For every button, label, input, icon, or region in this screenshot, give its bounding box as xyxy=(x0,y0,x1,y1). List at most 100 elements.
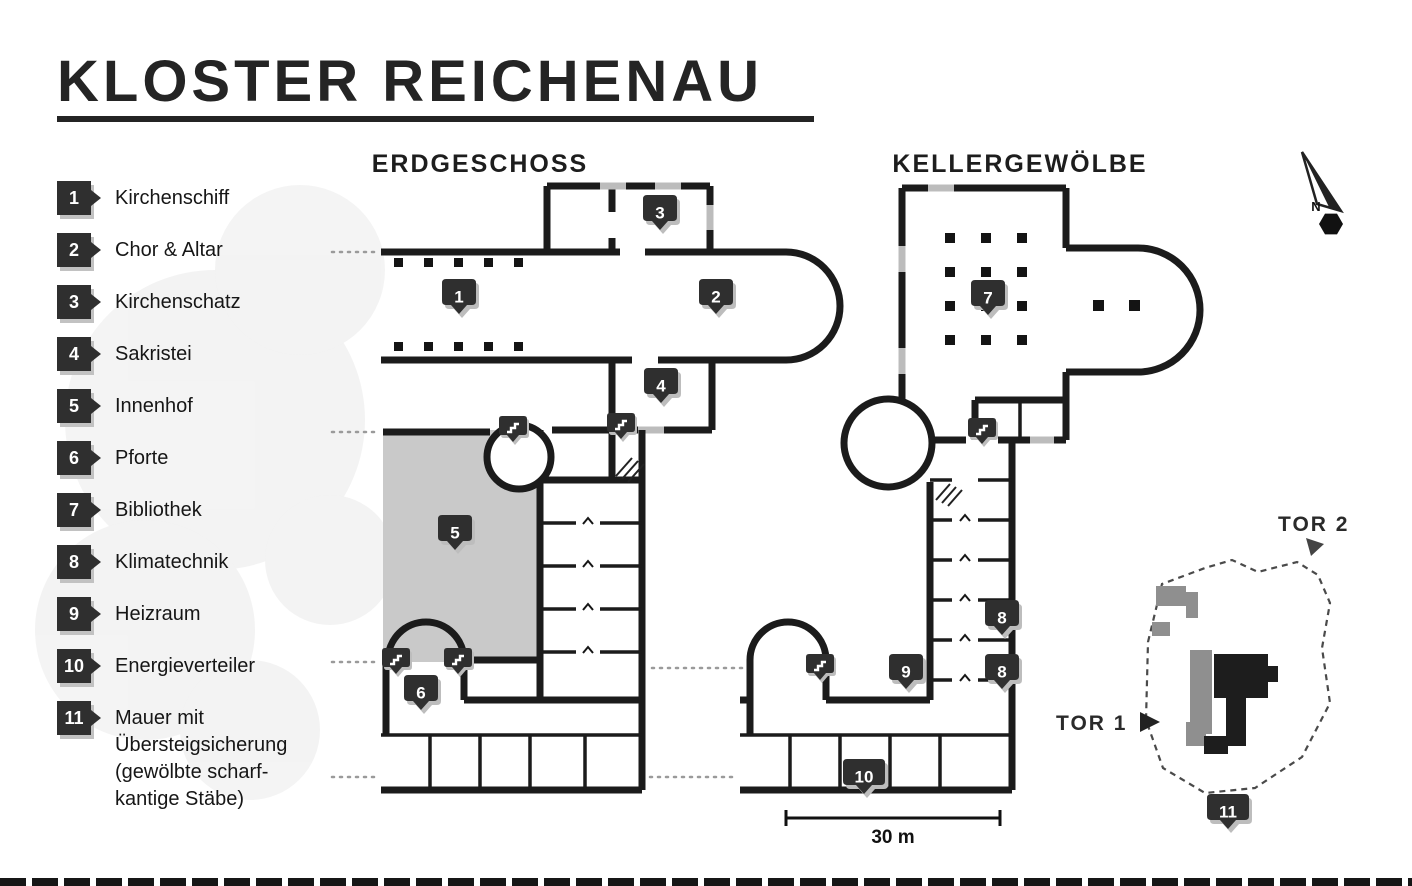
svg-text:1: 1 xyxy=(454,288,463,307)
treasury-walls xyxy=(543,182,714,252)
marker-6-pforte: 6 xyxy=(404,675,441,714)
marker-8-klimatechnik: 8 xyxy=(985,600,1022,639)
legend-badge-7: 7 xyxy=(57,493,101,527)
svg-text:4: 4 xyxy=(656,377,666,396)
cellar-south-walls xyxy=(740,696,1012,794)
church-walls xyxy=(381,248,844,364)
legend-item-6: 6 Pforte xyxy=(57,441,320,475)
marker-1-kirchenschiff: 1 xyxy=(442,279,479,318)
legend-label: Heizraum xyxy=(115,603,201,625)
marker-9-heizraum: 9 xyxy=(889,654,926,693)
stairs-icon xyxy=(382,648,412,677)
legend-number: 7 xyxy=(68,499,79,520)
svg-text:2: 2 xyxy=(711,288,720,307)
cellar-hall-openings xyxy=(898,184,1054,444)
vent-hatching xyxy=(935,483,963,507)
legend-label: Energieverteiler xyxy=(115,655,256,677)
stairs-icon xyxy=(607,413,637,442)
svg-text:8: 8 xyxy=(997,663,1006,682)
legend-item-8: 8 Klimatechnik xyxy=(57,545,320,579)
north-compass-icon: N xyxy=(1300,151,1344,235)
legend-item-5: 5 Innenhof xyxy=(57,389,320,423)
title-underline xyxy=(57,116,814,122)
legend-item-11: 11 Mauer mit Übersteigsicherung (gewölbt… xyxy=(57,701,320,813)
svg-text:5: 5 xyxy=(450,524,459,543)
gate-1-arrow-icon xyxy=(1140,712,1160,732)
svg-text:6: 6 xyxy=(416,684,425,703)
marker-7-bibliothek: 7 xyxy=(971,280,1008,319)
legend-label: Chor & Altar xyxy=(115,239,223,261)
gate-1-label: TOR 1 xyxy=(1056,712,1127,735)
scale-label: 30 m xyxy=(871,827,914,848)
ground-floor-title: ERDGESCHOSS xyxy=(371,150,589,178)
legend-label: Klimatechnik xyxy=(115,551,229,573)
legend-number: 8 xyxy=(68,551,79,572)
south-range-walls xyxy=(381,696,642,794)
cellar-south-cells xyxy=(740,733,1012,790)
legend-number: 3 xyxy=(68,291,79,312)
plan-markers: 1 2 3 4 5 6 7 8 xyxy=(404,195,1022,798)
legend-badge-3: 3 xyxy=(57,285,101,319)
legend-item-7: 7 Bibliothek xyxy=(57,493,320,527)
south-range-cells xyxy=(381,733,642,790)
door-marks xyxy=(959,514,971,682)
legend-label: Kirchenschatz xyxy=(115,291,241,313)
svg-text:7: 7 xyxy=(983,289,992,308)
legend-label: Kirchenschiff xyxy=(115,187,230,209)
legend-label: Sakristei xyxy=(115,343,192,365)
svg-text:10: 10 xyxy=(855,768,874,787)
marker-11-mauer: 11 xyxy=(1207,794,1252,833)
site-buildings xyxy=(1152,586,1278,754)
legend-label: Bibliothek xyxy=(115,499,202,521)
scale-bar: 30 m xyxy=(784,810,1002,848)
legend-badge-8: 8 xyxy=(57,545,101,579)
marker-4-sakristei: 4 xyxy=(644,368,681,407)
cellar-chapel-walls xyxy=(746,618,830,735)
cellar-hall-walls xyxy=(898,184,1070,444)
corridor-cells xyxy=(540,521,642,654)
stairs-icon xyxy=(444,648,474,677)
gate-2-flag-icon xyxy=(1306,538,1324,556)
nave-pillars xyxy=(394,258,523,351)
marker-2-chor-altar: 2 xyxy=(699,279,736,318)
legend-number: 5 xyxy=(68,395,79,416)
legend-badge-6: 6 xyxy=(57,441,101,475)
vent-hatching xyxy=(615,457,645,483)
svg-text:3: 3 xyxy=(655,204,664,223)
legend-badge-9: 9 xyxy=(57,597,101,631)
legend-number: 2 xyxy=(68,239,79,260)
legend-badge-11: 11 xyxy=(57,701,101,735)
page-title: KLOSTER REICHENAU xyxy=(57,49,764,114)
compass-hexagon xyxy=(1319,213,1343,235)
stairs-icon xyxy=(806,654,836,683)
legend-item-1: 1 Kirchenschiff xyxy=(57,181,320,215)
cellar-stair-tower xyxy=(840,395,936,491)
legend-number: 11 xyxy=(64,707,84,728)
door-marks xyxy=(582,517,594,654)
legend-label: Innenhof xyxy=(115,395,193,417)
svg-text:8: 8 xyxy=(997,609,1006,628)
legend-number: 6 xyxy=(68,447,79,468)
legend-number: 9 xyxy=(68,603,79,624)
dashed-cut-lines xyxy=(330,250,744,779)
stairs-icons xyxy=(382,413,998,683)
legend-badge-2: 2 xyxy=(57,233,101,267)
marker-3-kirchenschatz: 3 xyxy=(643,195,680,234)
legend-badge-1: 1 xyxy=(57,181,101,215)
legend: 1 Kirchenschiff 2 Chor & Altar 3 Kirchen… xyxy=(57,181,320,813)
stairs-icon xyxy=(499,416,529,445)
legend-item-10: 10 Energieverteiler xyxy=(57,649,320,683)
gate-2-label: TOR 2 xyxy=(1278,513,1349,536)
legend-item-3: 3 Kirchenschatz xyxy=(57,285,320,319)
cellar-apse xyxy=(1066,244,1204,376)
perimeter-wall-outline xyxy=(1144,558,1332,795)
cellar-corridor-cells xyxy=(930,478,1012,682)
legend-item-9: 9 Heizraum xyxy=(57,597,320,631)
legend-item-2: 2 Chor & Altar xyxy=(57,233,320,267)
svg-text:11: 11 xyxy=(1219,803,1237,822)
legend-badge-10: 10 xyxy=(57,649,101,683)
cellar-plan xyxy=(740,184,1204,794)
svg-text:9: 9 xyxy=(901,663,910,682)
compass-north-label: N xyxy=(1311,199,1320,214)
marker-5-innenhof: 5 xyxy=(438,515,475,554)
